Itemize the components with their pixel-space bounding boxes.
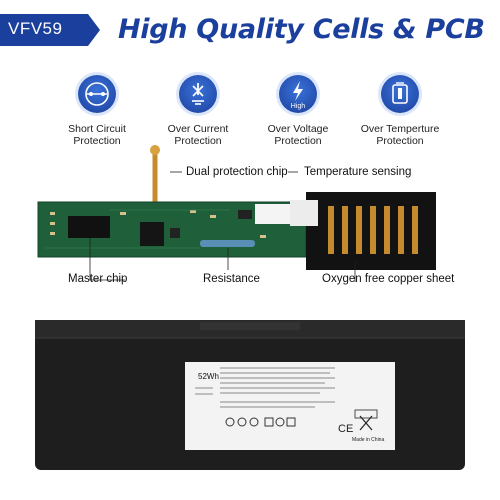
feature-label-line2: Protection — [274, 135, 322, 147]
feature-label-line1: Short Circuit — [68, 123, 126, 135]
model-tag-background — [0, 14, 100, 46]
battery-pack: CE — [35, 320, 465, 470]
pcb-illustration — [37, 145, 436, 282]
label-temperature-sensing: Temperature sensing — [304, 166, 412, 178]
feature-label-line1: Over Voltage — [267, 123, 329, 135]
feature-label-line1: Over Temperture — [360, 123, 440, 135]
label-master-chip: Master chip — [68, 273, 128, 285]
label-resistance: Resistance — [203, 273, 260, 285]
high-badge: High — [291, 103, 306, 110]
battery-capacity: 52Wh — [198, 372, 219, 381]
svg-text:CE: CE — [338, 423, 353, 435]
made-in-label: Made in China — [352, 437, 385, 443]
feature-label-line2: Protection — [376, 135, 424, 147]
page-title: High Quality Cells & PCB — [118, 14, 485, 45]
feature-label-line2: Protection — [174, 135, 222, 147]
over-voltage-icon: High — [291, 81, 306, 110]
feature-label-line2: Protection — [73, 135, 121, 147]
feature-label-line1: Over Current — [167, 123, 229, 135]
short-circuit-icon — [85, 82, 109, 106]
model-tag: VFV59 — [8, 19, 63, 38]
over-temperature-icon — [392, 82, 408, 104]
label-dual-protection-chip: Dual protection chip — [186, 166, 288, 178]
over-current-icon — [192, 83, 204, 105]
label-oxygen-free-copper: Oxygen free copper sheet — [322, 273, 455, 285]
